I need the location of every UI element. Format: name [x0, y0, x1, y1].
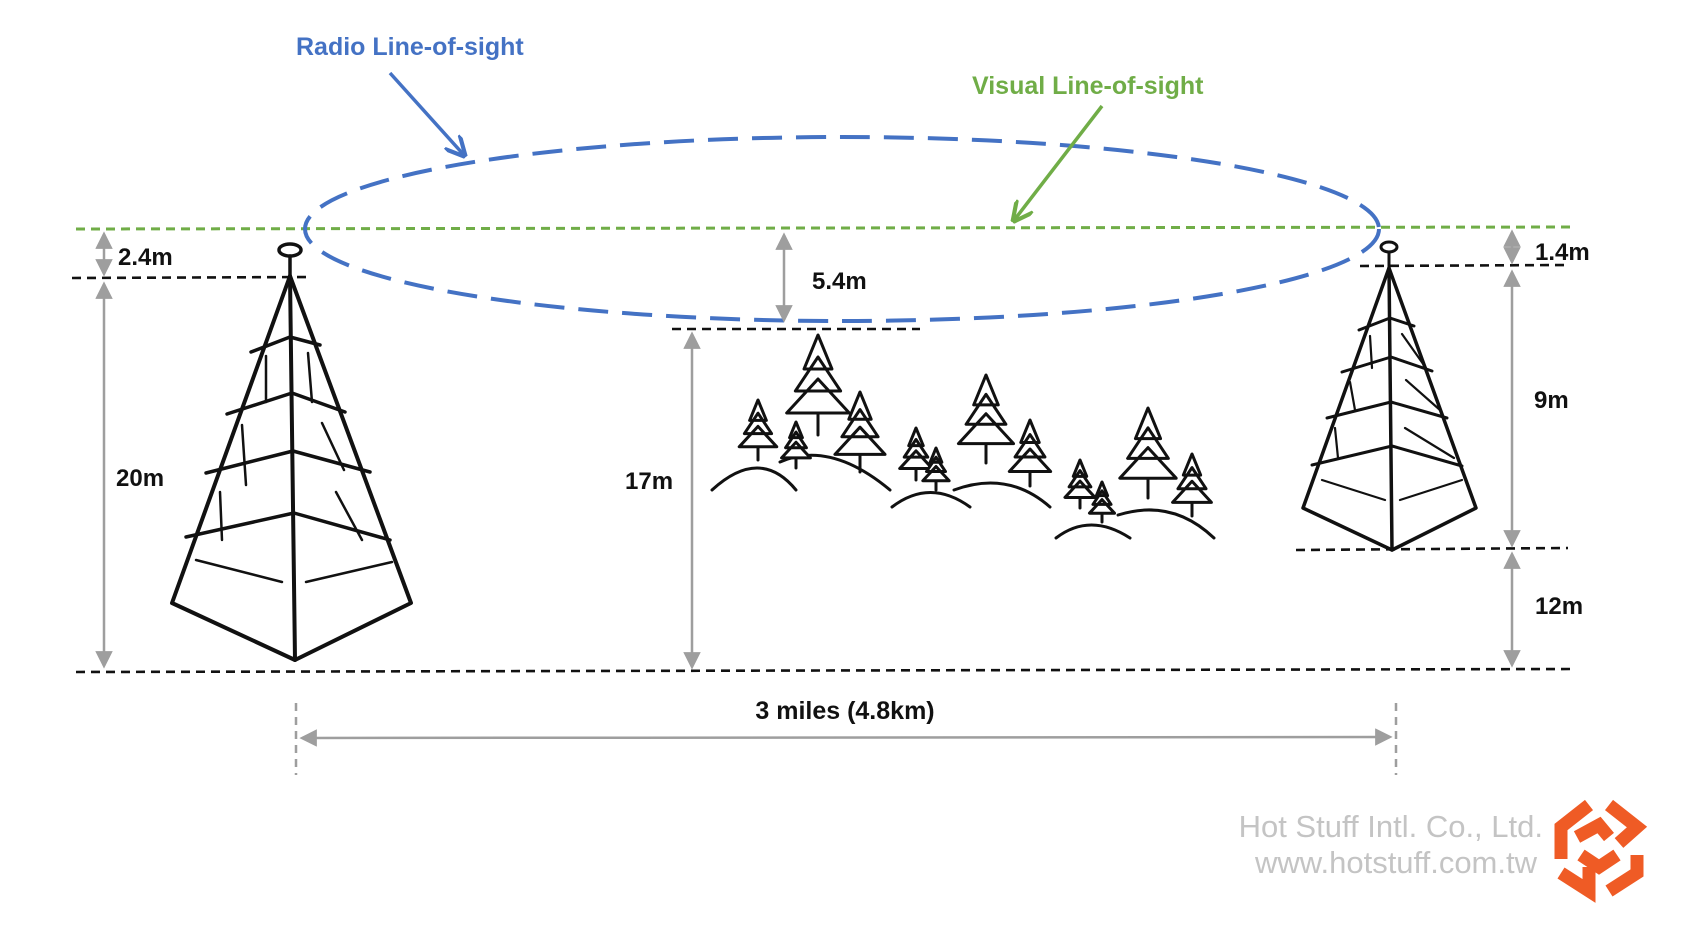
right-tower-icon — [1301, 240, 1478, 552]
pine-tree-icon — [1171, 452, 1213, 518]
pine-tree-icon — [1063, 458, 1097, 510]
pine-tree-icon — [1118, 406, 1178, 500]
pine-tree-icon — [898, 426, 934, 482]
radio-los-label: Radio Line-of-sight — [296, 33, 524, 61]
visual-los-pointer-arrow — [1015, 104, 1104, 219]
radio-los-fresnel-zone — [303, 135, 1381, 323]
left-tower-height-label: 20m — [116, 465, 164, 492]
left-clearance-label: 2.4m — [118, 244, 173, 271]
pine-tree-icon — [921, 446, 951, 492]
right-tower-top-line — [1359, 263, 1569, 268]
height-measurements — [95, 229, 1521, 670]
right-base-height-label: 12m — [1535, 593, 1583, 620]
company-name: Hot Stuff Intl. Co., Ltd. — [1239, 809, 1543, 844]
distance-label: 3 miles (4.8km) — [755, 697, 934, 725]
right-tower-base-line — [1295, 546, 1569, 552]
trees-group — [710, 333, 1216, 540]
visual-los-label: Visual Line-of-sight — [972, 72, 1204, 100]
middle-clearance-label: 5.4m — [812, 268, 867, 295]
left-tower-top-line — [71, 275, 311, 280]
trees-height-label: 17m — [625, 468, 673, 495]
distance-arrow — [299, 728, 1393, 747]
ground-line — [75, 667, 1573, 674]
right-clearance-label: 1.4m — [1535, 239, 1590, 266]
pine-tree-icon — [833, 390, 887, 474]
visual-los-line — [75, 225, 1573, 231]
left-tower-icon — [170, 242, 413, 662]
radio-los-pointer-arrow — [388, 71, 463, 154]
pine-tree-icon — [780, 420, 812, 470]
reference-lines — [71, 263, 1573, 674]
pine-tree-icon — [737, 398, 779, 462]
distance-measurement — [294, 703, 1398, 775]
pine-tree-icon — [956, 373, 1016, 465]
pine-tree-icon — [1087, 480, 1117, 524]
company-website: www.hotstuff.com.tw — [1254, 845, 1538, 880]
right-tower-height-label: 9m — [1534, 387, 1569, 414]
hotstuff-logo-icon — [1554, 799, 1648, 903]
pine-tree-icon — [1007, 418, 1053, 488]
pine-tree-icon — [785, 333, 851, 437]
